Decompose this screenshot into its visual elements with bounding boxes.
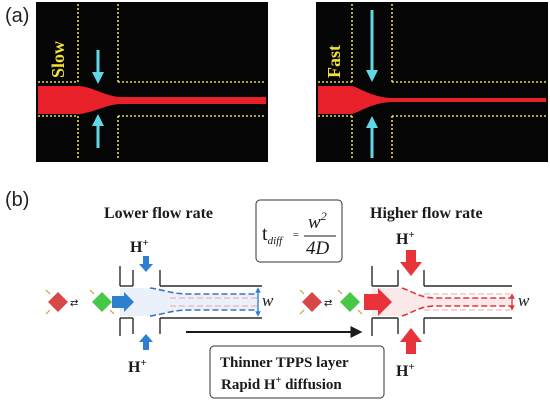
fast-micrograph <box>316 2 548 162</box>
width-label-left: w <box>262 291 274 310</box>
svg-text:⇄: ⇄ <box>70 298 78 309</box>
formula-denominator: 4D <box>306 238 330 259</box>
svg-text:⇄: ⇄ <box>324 298 332 309</box>
formula-numerator: w <box>308 212 321 233</box>
h-plus-top-left: H+ <box>130 237 149 256</box>
h-plus-bottom-left: H+ <box>128 357 147 376</box>
formula-t: t <box>262 223 268 245</box>
note-line-1: Thinner TPPS layer <box>220 355 349 371</box>
width-label-right: w <box>518 291 530 310</box>
panel-b-label: (b) <box>5 189 29 211</box>
slow-label: Slow <box>48 41 68 78</box>
formula-equals: = <box>292 229 299 241</box>
formula-exponent: 2 <box>321 209 327 223</box>
svg-text:w2: w2 <box>308 209 327 233</box>
svg-text:tdiff: tdiff <box>262 223 284 247</box>
note-line-2: Rapid H+ diffusion <box>221 375 342 393</box>
higher-flow-schematic: ⇄ <box>299 250 515 354</box>
note-box: Thinner TPPS layer Rapid H+ diffusion <box>209 345 385 399</box>
diffusion-time-formula: tdiff = w2 4D <box>255 199 343 263</box>
slow-micrograph <box>36 2 268 162</box>
panel-a-label: (a) <box>5 5 29 27</box>
lower-flow-schematic: ⇄ <box>45 256 262 350</box>
molecule-pair-right: ⇄ <box>299 289 363 315</box>
lower-flow-title: Lower flow rate <box>104 205 213 222</box>
molecule-pair-left: ⇄ <box>45 289 115 315</box>
formula-subscript: diff <box>268 235 285 247</box>
fast-label: Fast <box>324 45 344 78</box>
h-plus-top-right: H+ <box>396 229 415 248</box>
higher-flow-title: Higher flow rate <box>370 205 483 222</box>
h-plus-bottom-right: H+ <box>396 361 415 380</box>
